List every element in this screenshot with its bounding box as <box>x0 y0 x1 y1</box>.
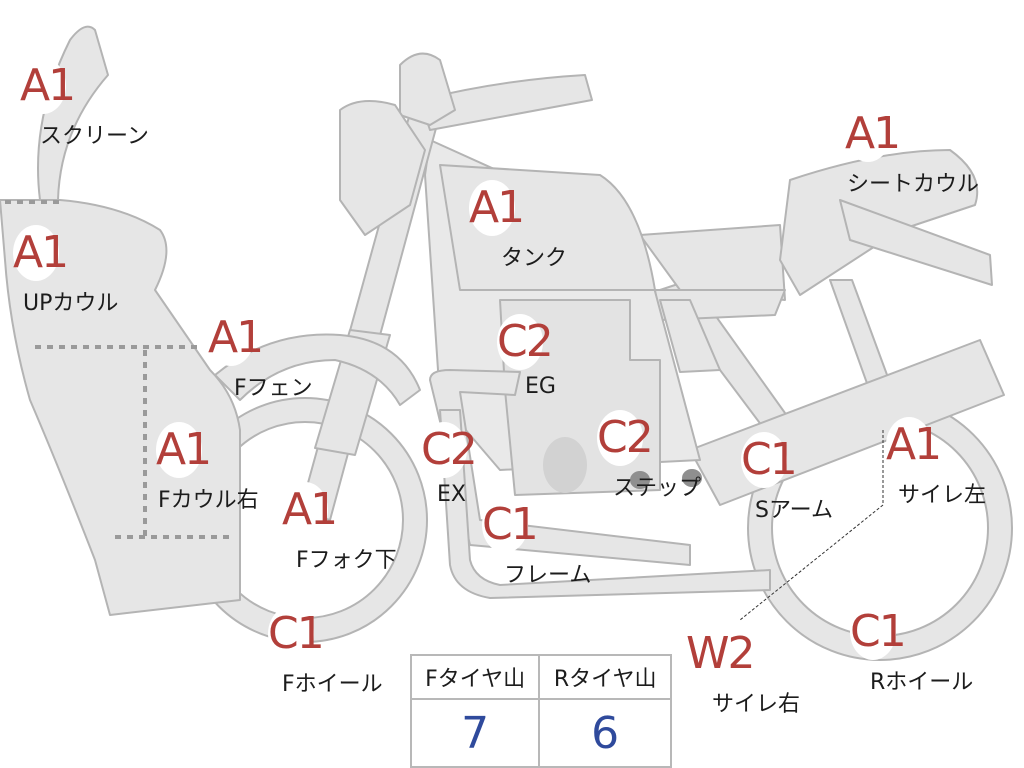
part-muffler-left[interactable]: A1 サイレ左 <box>886 417 986 508</box>
grade-badge: C2 <box>497 314 554 370</box>
part-label: EX <box>437 482 466 507</box>
part-label: Fホイール <box>282 672 383 697</box>
grade-badge: C2 <box>421 422 478 478</box>
grade-badge: A1 <box>208 310 264 366</box>
part-label: Rホイール <box>870 670 974 695</box>
front-tire-tread-value: 7 <box>409 698 541 768</box>
part-label: UPカウル <box>23 291 119 316</box>
grade-badge: C2 <box>597 410 654 466</box>
front-fender-shape <box>214 333 421 406</box>
grade-badge: A1 <box>469 180 525 236</box>
rear-tire-tread-value: 6 <box>538 698 672 768</box>
grade-badge: C1 <box>850 604 907 660</box>
part-step[interactable]: C2 ステップ <box>597 410 701 501</box>
part-label: スクリーン <box>40 124 149 149</box>
grade-badge: A1 <box>156 422 212 478</box>
front-tire-tread-header: Fタイヤ山 <box>409 654 541 700</box>
grade-badge: C1 <box>268 606 325 662</box>
grade-badge: A1 <box>282 482 338 538</box>
grade-badge: C1 <box>482 497 539 553</box>
part-label: EG <box>525 374 556 399</box>
part-label: ステップ <box>613 476 702 501</box>
part-up-cowl[interactable]: A1 UPカウル <box>13 225 118 316</box>
part-f-wheel[interactable]: C1 Fホイール <box>268 606 383 697</box>
grade-badge: A1 <box>20 58 76 114</box>
part-muffler-right[interactable]: W2 サイレ右 <box>686 626 800 717</box>
part-label: サイレ右 <box>712 692 801 717</box>
exhaust-shape <box>429 369 691 566</box>
part-screen[interactable]: A1 スクリーン <box>20 58 149 149</box>
part-frame[interactable]: C1 フレーム <box>482 497 591 588</box>
part-label: Fカウル右 <box>158 488 259 513</box>
grade-badge: A1 <box>886 417 942 473</box>
cowl-shape <box>0 199 241 616</box>
part-label: Sアーム <box>755 498 833 523</box>
tire-tread-table: Fタイヤ山 Rタイヤ山 7 6 <box>409 654 672 768</box>
part-swing-arm[interactable]: C1 Sアーム <box>741 432 833 523</box>
part-seat-cowl[interactable]: A1 シートカウル <box>845 106 979 197</box>
screen-shape <box>37 25 109 201</box>
part-label: シートカウル <box>847 172 980 197</box>
part-label: フレーム <box>504 563 592 588</box>
part-f-fender[interactable]: A1 Fフェン <box>208 310 313 401</box>
grade-badge: A1 <box>13 225 69 281</box>
part-label: サイレ左 <box>898 483 987 508</box>
part-label: Fフェン <box>234 376 313 401</box>
part-f-fork-lower[interactable]: A1 Fフォク下 <box>282 482 397 573</box>
part-label: Fフォク下 <box>296 548 397 573</box>
part-engine[interactable]: C2 EG <box>497 314 556 399</box>
part-exhaust[interactable]: C2 EX <box>421 422 478 507</box>
grade-badge: A1 <box>845 106 901 162</box>
grade-badge: W2 <box>686 626 756 682</box>
part-tank[interactable]: A1 タンク <box>469 180 567 271</box>
rear-tire-tread-header: Rタイヤ山 <box>538 654 672 700</box>
grade-badge: C1 <box>741 432 798 488</box>
part-label: タンク <box>501 246 568 271</box>
part-f-cowl-right[interactable]: A1 Fカウル右 <box>156 422 259 513</box>
part-r-wheel[interactable]: C1 Rホイール <box>850 604 973 695</box>
